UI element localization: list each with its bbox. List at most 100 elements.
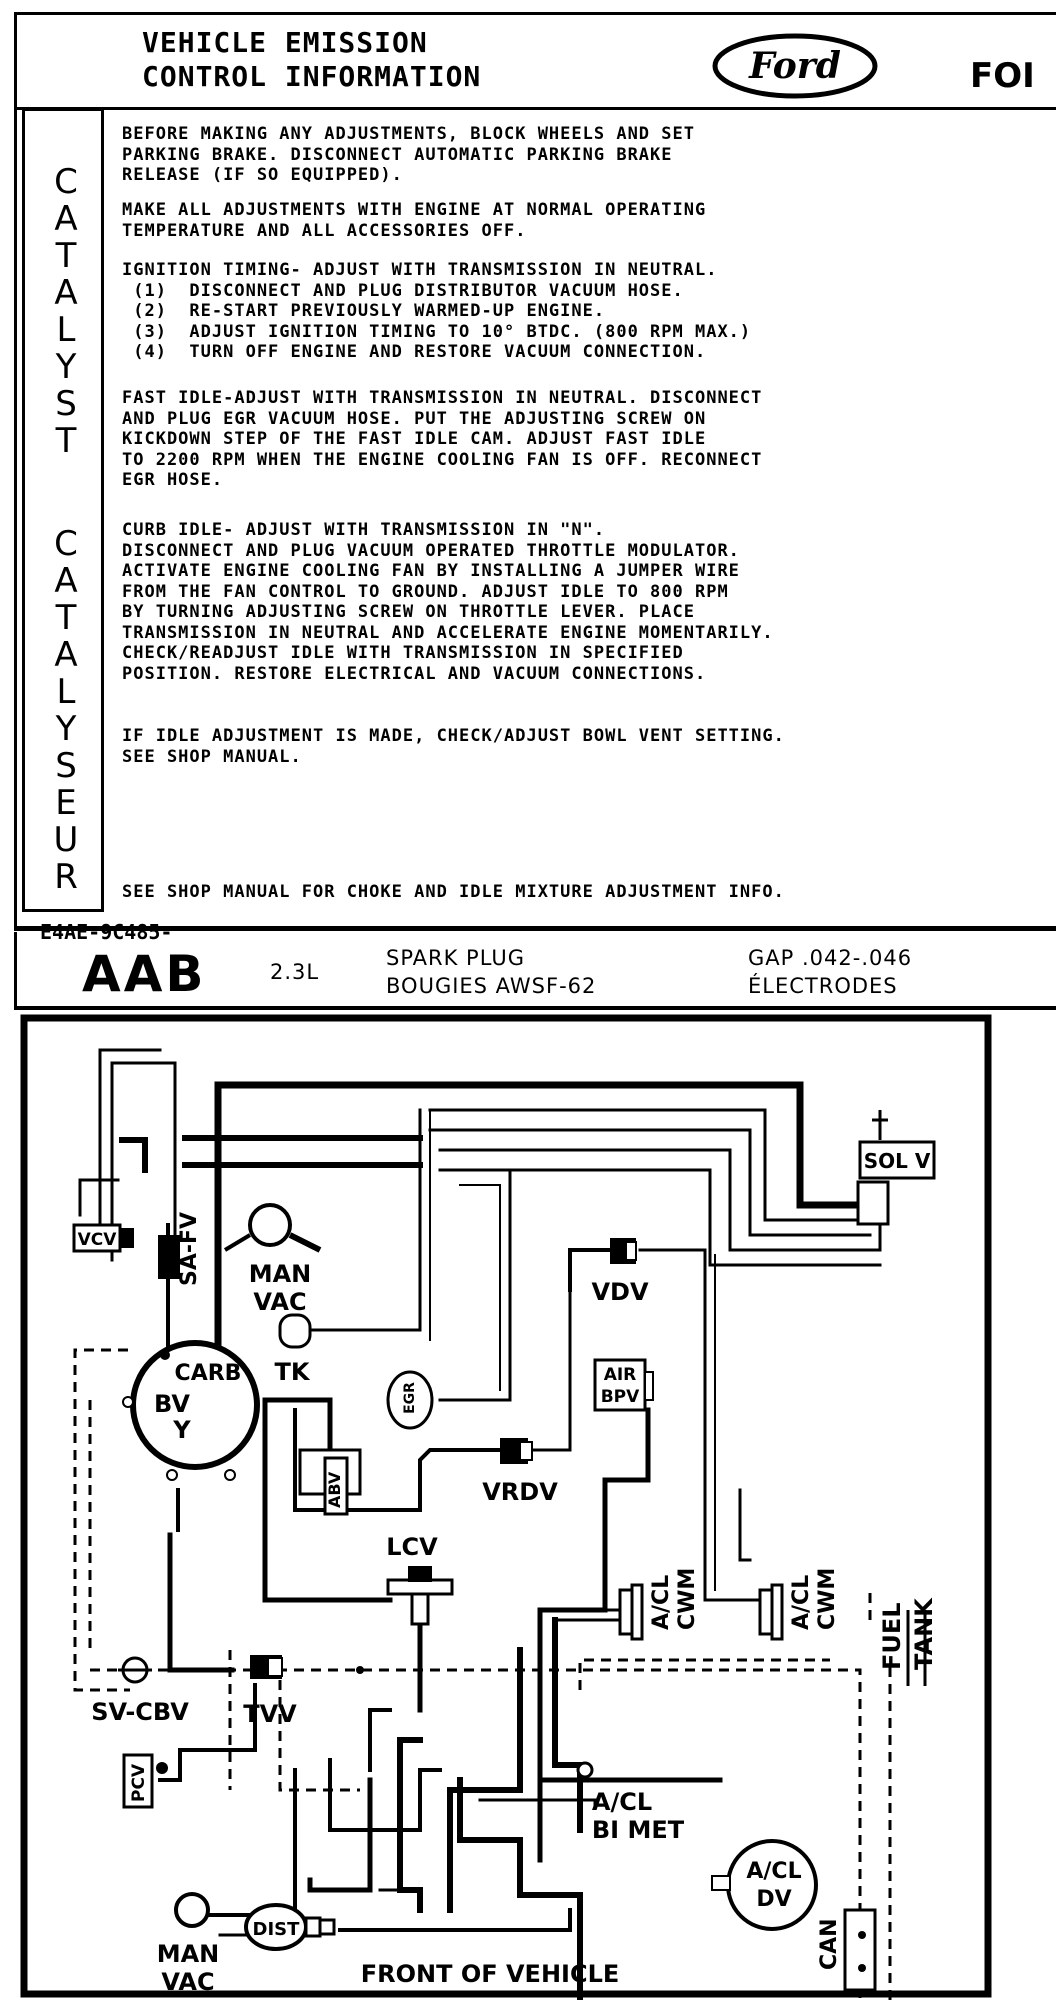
side-label-catalyst: C A T A L Y S T <box>36 164 96 460</box>
instruction-fast-idle: FAST IDLE-ADJUST WITH TRANSMISSION IN NE… <box>122 388 982 491</box>
acl-dv: A/CL DV <box>711 1839 818 1931</box>
sa-fv-label: SA-FV <box>177 1212 202 1286</box>
engine-size: 2.3L <box>270 960 320 984</box>
hose-vdv <box>568 1248 622 1292</box>
vdv-label: VDV <box>591 1278 648 1306</box>
instruction-line: SEE SHOP MANUAL FOR CHOKE AND IDLE MIXTU… <box>122 882 785 902</box>
instruction-line: TEMPERATURE AND ALL ACCESSORIES OFF. <box>122 220 527 241</box>
side-letter: T <box>55 598 77 638</box>
acl-bimet: A/CL BI MET <box>576 1761 685 1844</box>
hose-lines <box>78 1048 882 2000</box>
man-vac-bottom: MAN VAC <box>157 1892 219 1996</box>
man-vac-top-label: MAN <box>249 1260 312 1288</box>
acl-cwm-label: A/CL <box>649 1575 674 1630</box>
sa-fv: SA-FV <box>158 1212 202 1286</box>
instruction-panel-frame <box>14 108 1056 931</box>
sol-v: SOL V <box>856 1110 936 1226</box>
plug-gap-block: GAP .042-.046 ÉLECTRODES <box>748 944 912 1000</box>
sv-cbv-label: SV-CBV <box>91 1698 189 1726</box>
instruction-line: TRANSMISSION IN NEUTRAL AND ACCELERATE E… <box>122 622 774 643</box>
side-letter: S <box>55 746 77 786</box>
instruction-line: AND PLUG EGR VACUUM HOSE. PUT THE ADJUST… <box>122 408 707 429</box>
instruction-line: CHECK/READJUST IDLE WITH TRANSMISSION IN… <box>122 643 684 663</box>
instruction-line: FROM THE FAN CONTROL TO GROUND. ADJUST I… <box>122 581 729 602</box>
air-bpv: AIR BPV <box>593 1358 654 1412</box>
instruction-line: PARKING BRAKE. DISCONNECT AUTOMATIC PARK… <box>122 144 673 165</box>
instruction-line: EGR HOSE. <box>122 470 224 490</box>
instruction-line: (3) ADJUST IGNITION TIMING TO 10° BTDC. … <box>122 321 752 342</box>
instruction-line: IGNITION TIMING- ADJUST WITH TRANSMISSIO… <box>122 260 718 280</box>
hose-pcv <box>158 1683 257 1782</box>
acl-cwm-right: A/CL CWM <box>758 1568 840 1641</box>
instruction-ignition-timing: IGNITION TIMING- ADJUST WITH TRANSMISSIO… <box>122 260 982 363</box>
side-letter: Y <box>55 709 77 749</box>
ford-logo: Ford <box>712 33 878 99</box>
instruction-line: (4) TURN OFF ENGINE AND RESTORE VACUUM C… <box>122 342 707 362</box>
sv-cbv: SV-CBV <box>91 1656 189 1726</box>
hose-man-vac-bot <box>208 1768 297 1917</box>
hose-segment <box>428 1108 872 1222</box>
hose-vdv-cwm <box>638 1248 762 1602</box>
instruction-curb-idle: CURB IDLE- ADJUST WITH TRANSMISSION IN "… <box>122 520 982 684</box>
side-letter: A <box>54 561 78 601</box>
acl-bimet-label: A/CL <box>592 1788 652 1816</box>
hose-carb-tvv <box>167 1532 235 1673</box>
carb-bvy-label: BV <box>154 1390 190 1418</box>
instruction-line: (1) DISCONNECT AND PLUG DISTRIBUTOR VACU… <box>122 280 684 301</box>
man-vac-top-label: VAC <box>253 1288 306 1316</box>
egr: EGR <box>386 1370 434 1430</box>
acl-dv-label: A/CL <box>746 1859 801 1884</box>
instruction-line: (2) RE-START PREVIOUSLY WARMED-UP ENGINE… <box>122 301 606 321</box>
dashed-vent <box>578 1658 830 1690</box>
hose-trunk <box>447 1647 523 1913</box>
side-letter: A <box>54 635 78 675</box>
lcv: LCV <box>386 1533 454 1626</box>
header-right-text: FOI <box>970 56 1035 96</box>
dist: DIST <box>244 1903 336 1951</box>
instruction-line: MAKE ALL ADJUSTMENTS WITH ENGINE AT NORM… <box>122 200 707 220</box>
hose-sol-v-main <box>214 1081 872 1369</box>
carb: CARB BV Y <box>122 1340 260 1481</box>
air-bpv-label: AIR <box>604 1365 637 1385</box>
side-letter: R <box>54 857 78 897</box>
instruction-line: RELEASE (IF SO EQUIPPED). <box>122 165 403 185</box>
acl-dv-label: DV <box>756 1887 791 1912</box>
man-vac-top: MAN VAC <box>223 1203 322 1316</box>
instruction-line: KICKDOWN STEP OF THE FAST IDLE CAM. ADJU… <box>122 429 707 449</box>
dashed-vent <box>278 1680 360 1792</box>
hose-vcv <box>119 1137 148 1173</box>
side-letter: L <box>56 310 76 350</box>
instruction-line: TO 2200 RPM WHEN THE ENGINE COOLING FAN … <box>122 449 763 470</box>
spark-plug-label: SPARK PLUG <box>386 946 526 970</box>
side-letter: C <box>54 162 78 202</box>
acl-cwm-left: A/CL CWM <box>618 1568 700 1641</box>
instruction-line: FAST IDLE-ADJUST WITH TRANSMISSION IN NE… <box>122 388 763 408</box>
instruction-line: ACTIVATE ENGINE COOLING FAN BY INSTALLIN… <box>122 561 740 581</box>
spec-strip-frame <box>14 932 1056 1010</box>
header-title: VEHICLE EMISSION CONTROL INFORMATION <box>142 26 481 94</box>
acl-cwm-label: CWM <box>675 1568 700 1630</box>
can: CAN <box>817 1908 877 1992</box>
vacuum-hose-diagram: SOL V VCV SA-FV MAN VAC TK VDV EGR AIR B… <box>20 1014 992 2000</box>
hose-egr <box>459 1184 501 1391</box>
hose-segment <box>438 1168 882 1267</box>
plug-gap-label: GAP .042-.046 <box>748 946 913 970</box>
lcv-label: LCV <box>386 1533 438 1561</box>
vcv-label: VCV <box>78 1230 118 1250</box>
side-letter: S <box>55 384 77 424</box>
instruction-bowl-vent: IF IDLE ADJUSTMENT IS MADE, CHECK/ADJUST… <box>122 726 982 767</box>
hose-vcv <box>78 1178 120 1217</box>
plug-gap-label-fr: ÉLECTRODES <box>748 974 898 998</box>
side-letter: A <box>54 273 78 313</box>
pcv-label: PCV <box>129 1763 149 1802</box>
hose-trunk <box>368 1708 392 1772</box>
hose-trunk <box>328 1758 442 1832</box>
hose-tk <box>308 1108 422 1332</box>
vrdv-label: VRDV <box>482 1478 558 1506</box>
hose-trunk <box>457 1777 583 2000</box>
sol-v-label: SOL V <box>864 1149 931 1173</box>
side-label-catalyseur: C A T A L Y S E U R <box>36 526 96 896</box>
side-letter: T <box>55 236 77 276</box>
tk-label: TK <box>275 1358 311 1386</box>
side-letter: L <box>56 672 76 712</box>
